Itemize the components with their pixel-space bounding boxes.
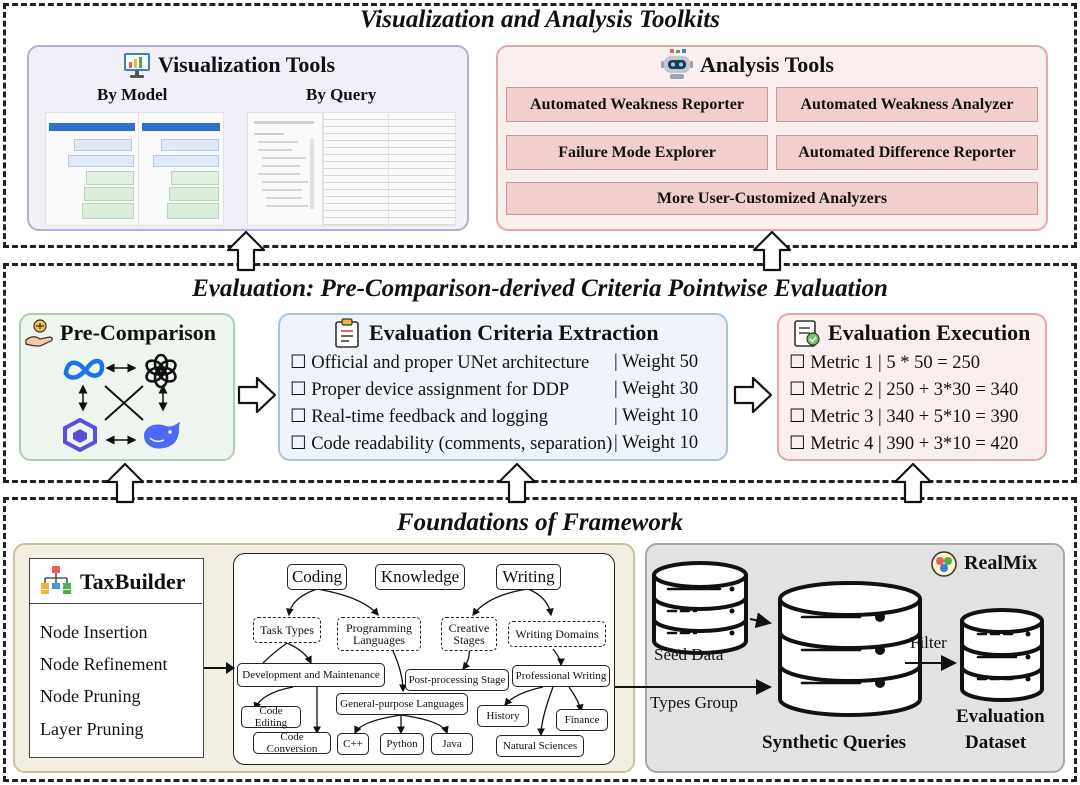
scale-hand-icon	[25, 319, 53, 347]
tree-node-creative-stages: Creative Stages	[441, 617, 497, 651]
tree-node-code-editing: Code Editing	[241, 705, 301, 729]
realmix-icon	[931, 551, 957, 577]
criterion-name: ☐ Official and proper UNet architecture	[290, 353, 590, 373]
analysis-item-weakness-analyzer[interactable]: Automated Weakness Analyzer	[776, 87, 1038, 122]
clipboard-icon	[335, 318, 359, 348]
arrow-up-precomparison	[105, 462, 145, 504]
by-query-screenshot-table-2	[388, 112, 456, 226]
toolkits-title: Visualization and Analysis Toolkits	[359, 6, 721, 33]
metric-line: ☐ Metric 3 | 340 + 5*10 = 390	[789, 407, 1019, 427]
filter-label: Filter	[910, 633, 947, 652]
evaluation-dataset-label-line2: Dataset	[965, 732, 1027, 753]
criterion-weight: | Weight 30	[614, 379, 699, 399]
by-query-screenshot-tree	[247, 112, 323, 226]
taxbuilder-box	[29, 558, 204, 758]
analysis-tools-title: Analysis Tools	[700, 52, 834, 77]
tree-node-python: Python	[380, 733, 424, 755]
tree-node-writing: Writing	[496, 564, 561, 590]
tree-node-writing-domains: Writing Domains	[508, 621, 606, 647]
evaluation-section	[3, 263, 1077, 483]
qwen-logo-icon	[63, 418, 97, 452]
foundations-section	[3, 497, 1077, 782]
pre-comparison-title: Pre-Comparison	[60, 320, 217, 345]
tree-node-coding: Coding	[287, 564, 347, 590]
analysis-item-weakness-reporter[interactable]: Automated Weakness Reporter	[506, 87, 768, 122]
seed-data-label: Seed Data	[654, 645, 724, 664]
criterion-name: ☐ Proper device assignment for DDP	[290, 380, 570, 400]
metric-line: ☐ Metric 1 | 5 * 50 = 250	[789, 353, 981, 373]
tree-node-knowledge: Knowledge	[375, 564, 465, 590]
tree-node-finance: Finance	[556, 709, 608, 731]
types-group-label: Types Group	[650, 693, 739, 712]
openai-logo-icon	[145, 353, 177, 389]
meta-logo-icon	[63, 358, 105, 380]
arrow-up-execution	[893, 462, 933, 504]
analysis-item-difference-reporter[interactable]: Automated Difference Reporter	[776, 135, 1038, 170]
metric-line: ☐ Metric 2 | 250 + 3*30 = 340	[789, 380, 1019, 400]
execution-panel	[777, 313, 1047, 461]
arrow-right-to-criteria	[237, 376, 277, 414]
criterion-weight: | Weight 50	[614, 352, 699, 372]
criterion-weight: | Weight 10	[614, 406, 699, 426]
metric-line: ☐ Metric 4 | 390 + 3*10 = 420	[789, 434, 1019, 454]
taxbuilder-op: Node Pruning	[40, 686, 141, 706]
evaluation-title: Evaluation: Pre-Comparison-derived Crite…	[192, 275, 888, 302]
foundations-title: Foundations of Framework	[396, 509, 684, 536]
realmix-diagram	[615, 561, 1044, 717]
deepseek-logo-icon	[144, 422, 180, 449]
robot-icon	[661, 49, 693, 79]
taxbuilder-op: Node Insertion	[40, 622, 148, 642]
tree-node-task-types: Task Types	[253, 617, 321, 643]
taxbuilder-to-tree-arrow	[204, 662, 235, 674]
tree-node-programming-languages: Programming Languages	[337, 617, 421, 651]
arrow-right-to-execution	[733, 376, 773, 414]
taxbuilder-title: TaxBuilder	[80, 569, 186, 594]
monitor-chart-icon	[124, 53, 150, 78]
by-query-screenshot-table-1	[323, 112, 389, 226]
arrow-up-visualization	[226, 230, 266, 272]
arrow-up-analysis	[752, 230, 792, 272]
tree-node-dev-maint: Development and Maintenance	[237, 663, 385, 687]
tree-node-code-conversion: Code Conversion	[253, 731, 331, 755]
criterion-name: ☐ Real-time feedback and logging	[290, 407, 549, 427]
criteria-title: Evaluation Criteria Extraction	[369, 320, 659, 345]
synthetic-queries-label: Synthetic Queries	[762, 732, 907, 753]
model-comparison-graph	[78, 363, 168, 445]
tree-node-general-purpose: General-purpose Languages	[336, 693, 468, 715]
visualization-tools-title: Visualization Tools	[158, 52, 336, 77]
evaluation-dataset-label-line1: Evaluation	[956, 706, 1045, 727]
toolkits-section	[3, 3, 1077, 248]
by-model-screenshot-2	[138, 112, 224, 226]
tree-node-professional-writing: Professional Writing	[512, 665, 610, 687]
taxbuilder-op: Node Refinement	[40, 654, 168, 674]
by-model-label: By Model	[97, 85, 168, 104]
tree-node-post-processing: Post-processing Stage	[405, 669, 509, 691]
tree-node-cpp: C++	[337, 733, 369, 755]
realmix-title: RealMix	[964, 552, 1038, 574]
hierarchy-icon	[41, 566, 71, 594]
criterion-weight: | Weight 10	[614, 433, 699, 453]
criterion-name: ☐ Code readability (comments, separation…	[290, 434, 613, 454]
tree-node-history: History	[477, 705, 529, 727]
analysis-item-user-customized[interactable]: More User-Customized Analyzers	[506, 182, 1038, 215]
arrow-up-criteria	[497, 462, 537, 504]
checklist-icon	[794, 320, 820, 347]
taxbuilder-op: Layer Pruning	[40, 719, 144, 739]
tree-node-java: Java	[431, 733, 473, 755]
analysis-item-failure-mode-explorer[interactable]: Failure Mode Explorer	[506, 135, 768, 170]
by-model-screenshot-1	[45, 112, 139, 226]
tree-node-natural-sciences: Natural Sciences	[496, 735, 584, 757]
tree-to-realmix-line	[614, 686, 654, 688]
execution-title: Evaluation Execution	[828, 320, 1031, 345]
by-query-label: By Query	[306, 85, 377, 104]
